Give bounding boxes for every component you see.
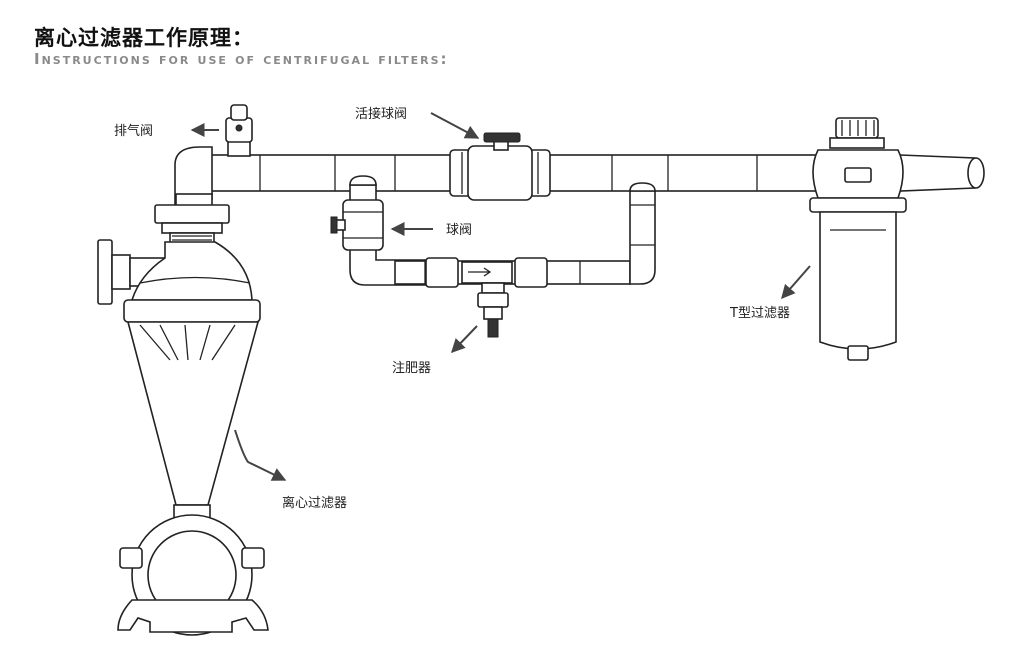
t-filter-arrow — [781, 265, 811, 300]
t-type-filter — [809, 117, 907, 361]
page-title: 离心过滤器工作原理： — [34, 26, 254, 50]
centrifugal-filter-label: 离心过滤器 — [282, 495, 347, 511]
page-subtitle: Instructions for use of centrifugal filt… — [34, 50, 449, 68]
fertilizer-injector — [425, 257, 548, 338]
elbow-fitting — [174, 146, 213, 207]
annotation-arrows — [190, 112, 811, 481]
union-ball-valve — [449, 132, 551, 201]
ball-valve-label: 球阀 — [446, 223, 472, 238]
centrifugal-filter — [97, 239, 269, 636]
union-ball-valve-label: 活接球阀 — [355, 106, 407, 122]
fertilizer-injector-label: 注肥器 — [392, 361, 431, 376]
t-filter-label: T型过滤器 — [729, 306, 790, 321]
air-valve-label: 排气阀 — [114, 123, 153, 139]
union-ball-valve-arrow — [430, 112, 480, 139]
centrifugal-filter-arrow — [234, 429, 287, 481]
fertilizer-injector-arrow — [451, 325, 478, 354]
union-flange — [154, 204, 230, 244]
air-valve — [225, 104, 253, 157]
ball-valve — [330, 199, 384, 251]
